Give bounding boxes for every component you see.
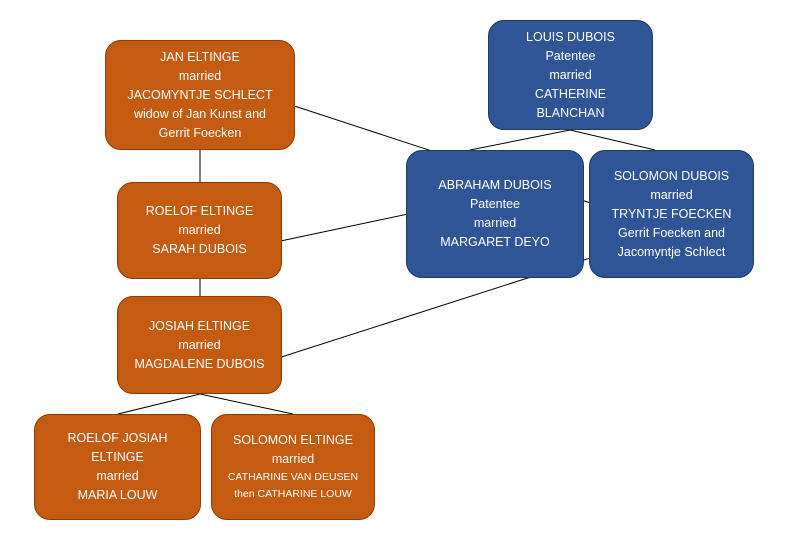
node-roelof-josiah-eltinge: ROELOF JOSIAH ELTINGE married MARIA LOUW [34,414,201,520]
line-louis-to-abraham [469,129,571,151]
node-line: widow of Jan Kunst and [133,106,267,121]
node-line: Patentee [469,197,521,211]
node-line: married [473,216,517,230]
node-abraham-dubois: ABRAHAM DUBOIS Patentee married MARGARET… [406,150,584,278]
line-louis-to-solomon [569,129,656,151]
node-line: married [549,67,592,82]
node-josiah-eltinge: JOSIAH ELTINGE married MAGDALENE DUBOIS [117,296,282,394]
node-line: SOLOMON ELTINGE [233,433,353,447]
node-line: married [96,469,139,483]
line-josiah-to-roelof-josiah [117,393,201,415]
node-line: MAGDALENE DUBOIS [134,356,265,371]
node-line: MARGARET DEYO [440,235,550,249]
node-line: ROELOF ELTINGE [145,204,254,218]
node-line: CATHERINE [534,86,607,101]
node-line: MARIA LOUW [77,488,158,502]
node-line: JAN ELTINGE [160,49,240,64]
node-line: ROELOF JOSIAH [67,431,168,445]
node-line: Gerrit Foecken and [618,225,725,240]
node-line: Patentee [545,48,596,63]
node-jan-eltinge: JAN ELTINGE married JACOMYNTJE SCHLECT w… [105,40,295,150]
node-line: married [650,187,693,202]
node-line: BLANCHAN [536,105,605,120]
node-line: TRYNTJE FOECKEN [611,206,732,221]
node-line: CATHARINE VAN DEUSEN [227,471,359,483]
node-line: married [178,223,221,237]
node-line: ELTINGE [91,450,144,464]
node-line: married [178,337,221,352]
node-line: ABRAHAM DUBOIS [438,178,552,192]
node-louis-dubois: LOUIS DUBOIS Patentee married CATHERINE … [488,20,653,130]
node-line: married [271,452,315,466]
node-roelof-eltinge: ROELOF ELTINGE married SARAH DUBOIS [117,182,282,279]
node-line: then CATHARINE LOUW [234,488,352,500]
node-line: LOUIS DUBOIS [526,29,615,44]
node-line: SOLOMON DUBOIS [613,168,730,183]
node-line: JACOMYNTJE SCHLECT [127,87,273,102]
node-line: married [178,68,222,83]
node-line: Jacomyntje Schlect [617,244,726,259]
node-line: Gerrit Foecken [158,125,242,140]
node-solomon-dubois: SOLOMON DUBOIS married TRYNTJE FOECKEN G… [589,150,754,278]
node-line: SARAH DUBOIS [152,242,247,256]
node-solomon-eltinge: SOLOMON ELTINGE married CATHARINE VAN DE… [211,414,375,520]
node-line: JOSIAH ELTINGE [148,318,251,333]
line-josiah-to-solomon-eltinge [199,393,294,415]
arrow-abraham-to-sarah [256,213,409,249]
